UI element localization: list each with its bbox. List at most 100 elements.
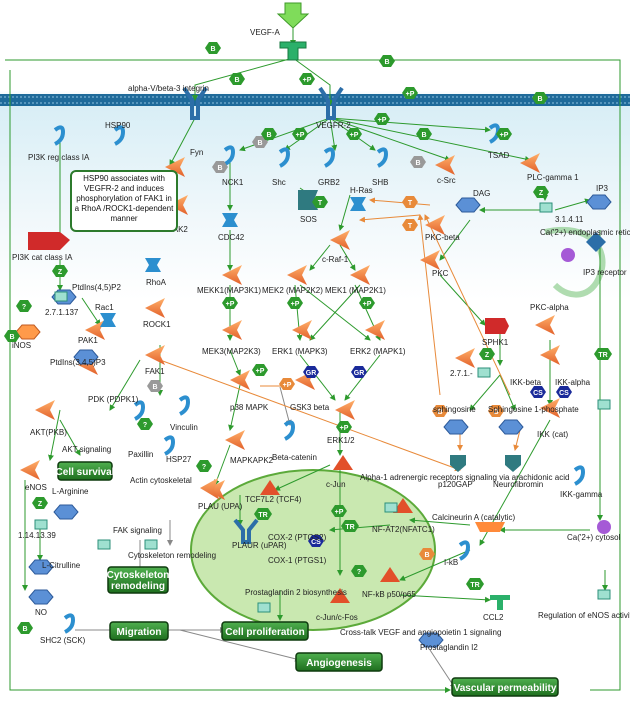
svg-text:AKT signaling: AKT signaling [62, 445, 111, 454]
svg-text:IKK (cat): IKK (cat) [537, 430, 568, 439]
sphk1-node[interactable] [485, 318, 509, 334]
svg-text:GRB2: GRB2 [318, 178, 340, 187]
ip3-receptor-node[interactable] [586, 232, 606, 252]
kinase-nodes[interactable] [20, 153, 560, 500]
binding-badge: B [205, 42, 221, 54]
svg-text:T: T [318, 200, 323, 207]
binding-badge: B [229, 73, 245, 85]
svg-text:+P: +P [406, 91, 415, 98]
svg-text:iNOS: iNOS [12, 341, 31, 350]
svg-text:+P: +P [303, 77, 312, 84]
svg-text:Angiogenesis: Angiogenesis [306, 658, 372, 669]
adapter-proteins[interactable] [53, 123, 586, 634]
svg-text:B: B [537, 96, 542, 103]
svg-text:+P: +P [335, 509, 344, 516]
binding-badge: B [432, 405, 448, 417]
outcome-migration[interactable]: Migration [109, 621, 169, 641]
svg-text:AKT(PKB): AKT(PKB) [30, 428, 67, 437]
svg-text:CCL2: CCL2 [483, 613, 504, 622]
svg-text:2.7.1.-: 2.7.1.- [450, 369, 473, 378]
gtpase-nodes[interactable] [100, 197, 366, 327]
phospho-badge: +P [336, 421, 352, 433]
phospho-badge: +P [496, 128, 512, 140]
svg-text:IKK-alpha: IKK-alpha [555, 378, 591, 387]
svg-text:SHC2 (SCK): SHC2 (SCK) [40, 636, 86, 645]
svg-text:B: B [384, 59, 389, 66]
svg-text:+P: +P [283, 382, 292, 389]
svg-text:Z: Z [38, 501, 43, 508]
svg-text:CDC42: CDC42 [218, 233, 245, 242]
transform-badge: T [312, 196, 328, 208]
svg-text:B: B [217, 165, 222, 172]
neurofibromin-node[interactable] [505, 455, 521, 472]
ca-er-node[interactable] [561, 248, 575, 262]
svg-text:Cytoskeleton remodeling: Cytoskeleton remodeling [128, 551, 216, 560]
svg-text:?: ? [357, 569, 361, 576]
svg-text:TR: TR [598, 352, 607, 359]
plaur-node[interactable] [233, 518, 259, 544]
svg-text:T: T [408, 223, 413, 230]
svg-text:PKC: PKC [432, 269, 449, 278]
vegfa-ligand[interactable]: VEGF-A [250, 2, 310, 37]
svg-text:c-Jun: c-Jun [326, 480, 346, 489]
cs-badge: CS [308, 535, 324, 547]
svg-text:HSP90: HSP90 [105, 121, 131, 130]
svg-text:+P: +P [256, 368, 265, 375]
svg-text:Shc: Shc [272, 178, 286, 187]
phospho-badge: +P [292, 128, 308, 140]
svg-text:MAPKAPK2: MAPKAPK2 [230, 456, 274, 465]
svg-text:TR: TR [345, 524, 354, 531]
svg-text:Rac1: Rac1 [95, 303, 114, 312]
svg-text:+P: +P [350, 132, 359, 139]
svg-text:B: B [266, 132, 271, 139]
vegfr2-receptor[interactable]: VEGFR-2 [316, 86, 351, 130]
binding-badge: B [261, 128, 277, 140]
svg-text:Z: Z [539, 190, 544, 197]
p120gap-node[interactable] [450, 455, 466, 472]
z-badge: Z [533, 186, 549, 198]
svg-text:PI3K reg class IA: PI3K reg class IA [28, 153, 90, 162]
binding-badge: B [147, 380, 163, 392]
svg-text:Vascular permeability: Vascular permeability [454, 683, 557, 694]
binding-badge: B [532, 92, 548, 104]
outcome-cell-proliferation[interactable]: Cell proliferation [221, 621, 309, 641]
pi3k-cat-node[interactable] [28, 232, 70, 250]
svg-text:Actin cytoskeletal: Actin cytoskeletal [130, 476, 192, 485]
outcome-angiogenesis[interactable]: Angiogenesis [295, 652, 383, 672]
outcome-cytoskeleton-remodeling[interactable]: Cytoskeleton remodeling [107, 566, 170, 594]
phospho-badge: +P [299, 73, 315, 85]
svg-text:+P: +P [340, 425, 349, 432]
question-badge: ? [196, 460, 212, 472]
svg-text:Cell proliferation: Cell proliferation [225, 627, 304, 638]
transcription-badge: TR [254, 508, 272, 520]
interaction-badges: B B +P +P B B B B B B +P +P +P B +P T T … [4, 42, 612, 634]
svg-text:H-Ras: H-Ras [350, 186, 373, 195]
outcome-cell-survival[interactable]: Cell survival [56, 461, 115, 481]
phospho-badge: +P [359, 297, 375, 309]
transcription-factors[interactable] [260, 455, 413, 603]
svg-text:TCF7L2 (TCF4): TCF7L2 (TCF4) [245, 495, 302, 504]
enzyme-boxes[interactable] [34, 202, 611, 613]
svg-text:NO: NO [35, 608, 47, 617]
ca-cytosol-node[interactable] [597, 520, 611, 534]
edges [5, 25, 621, 693]
plau-node[interactable] [200, 478, 220, 500]
ccl2-node[interactable] [490, 595, 510, 610]
cell-membrane [0, 94, 630, 106]
vegfa-receptor-ligand[interactable] [279, 41, 307, 61]
sos-node[interactable] [298, 190, 318, 210]
binding-badge: B [4, 330, 20, 342]
small-molecules[interactable] [15, 194, 612, 648]
svg-text:Paxillin: Paxillin [128, 450, 153, 459]
svg-text:ERK1 (MAPK3): ERK1 (MAPK3) [272, 347, 328, 356]
integrin-receptor[interactable]: alpha-V/beta-3 integrin [128, 84, 209, 120]
calcineurin-node[interactable] [475, 522, 505, 532]
svg-text:B: B [9, 334, 14, 341]
outcome-vascular-permeability[interactable]: Vascular permeability [451, 677, 559, 697]
svg-text:Beta-catenin: Beta-catenin [272, 453, 317, 462]
svg-text:remodeling: remodeling [111, 581, 165, 592]
svg-text:c-Jun/c-Fos: c-Jun/c-Fos [316, 613, 358, 622]
svg-text:RhoA: RhoA [146, 278, 167, 287]
phospho-badge: +P [402, 87, 418, 99]
